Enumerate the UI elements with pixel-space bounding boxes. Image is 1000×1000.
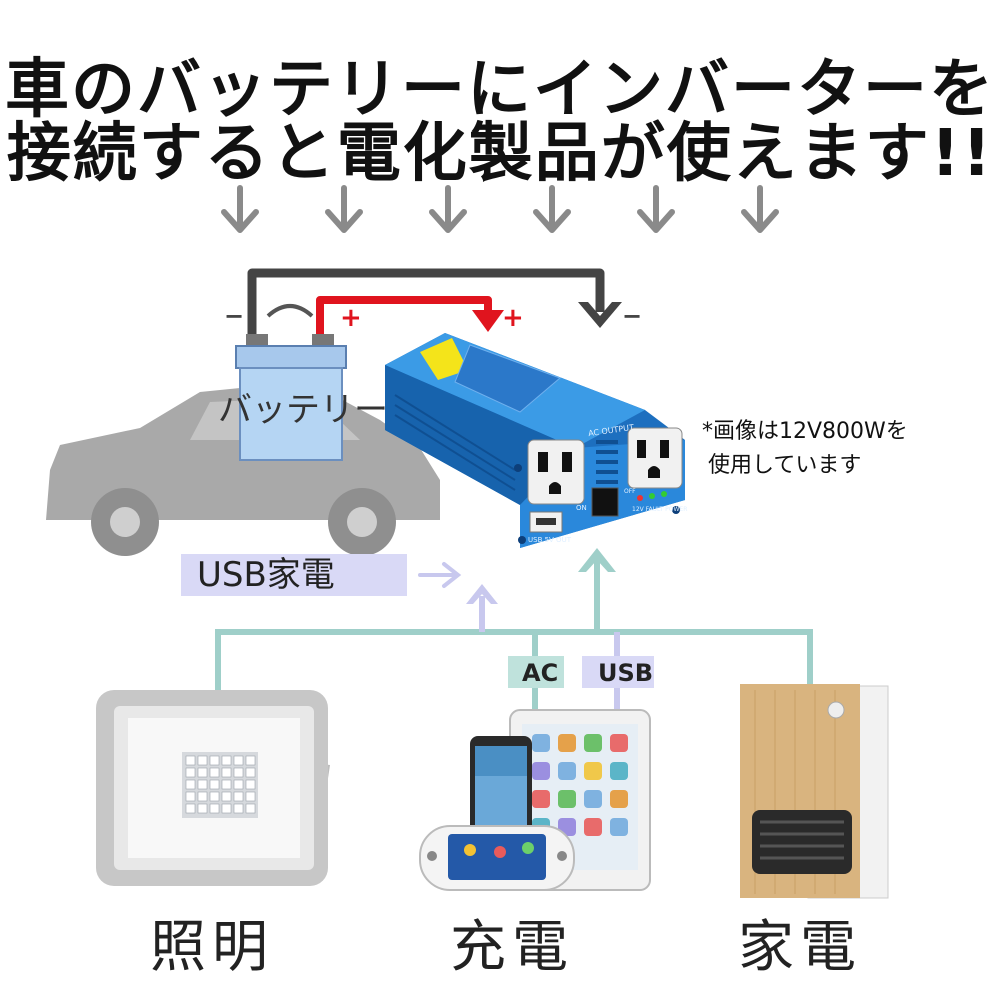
inverter-plus-sign: + [502,303,524,333]
smartphone-icon [470,736,532,848]
inverter-status-text: 12V FAULT POWER [632,506,688,513]
down-arrow-icon [533,185,571,233]
headline-line-1: 車のバッテリーにインバーターを [5,53,995,127]
negative-wire [247,268,605,335]
ac-tag: AC [522,659,559,687]
note-line-2: 使用しています [708,453,862,478]
note-line-1: *画像は12V800Wを [702,419,908,444]
ac-tag-bg [508,656,564,688]
usb-up-arrow-icon [466,584,498,604]
ac-up-arrow-icon [578,548,616,572]
usb-tag: USB [598,659,654,687]
inverter-on-text: ON [576,504,587,512]
inverter-off-text: OFF [624,488,636,495]
down-arrow-row [221,185,779,233]
down-arrow-icon [637,185,675,233]
positive-wire-arrow-icon [472,310,504,332]
appliance-label: 家電 [738,915,862,980]
negative-wire-arrow-icon [578,302,622,328]
inverter-usb-out-text: USB 5V OUT [528,536,571,544]
battery-minus-sign: − [224,302,245,330]
positive-wire [316,296,492,340]
battery-plus-sign: + [340,303,362,333]
usb-appliance-label-bg [181,554,407,596]
floodlight-icon [96,690,330,886]
usb-appliance-label: USB家電 [197,555,335,595]
lighting-label: 照明 [150,915,274,980]
headline-line-2: 接続すると電化製品が使えます!! [6,117,994,191]
down-arrow-icon [429,185,467,233]
battery-label: バッテリー [218,390,388,430]
usb-tag-bg [582,656,654,688]
charging-label: 充電 [450,915,574,980]
usb-right-arrow-icon [418,562,462,588]
down-arrow-icon [741,185,779,233]
down-arrow-icon [325,185,363,233]
fan-heater-icon [740,684,889,899]
inverter-minus-sign: − [622,302,643,330]
battery-icon [235,304,347,461]
down-arrow-icon [221,185,259,233]
inverter-icon [385,333,685,548]
game-console-icon [419,825,575,891]
